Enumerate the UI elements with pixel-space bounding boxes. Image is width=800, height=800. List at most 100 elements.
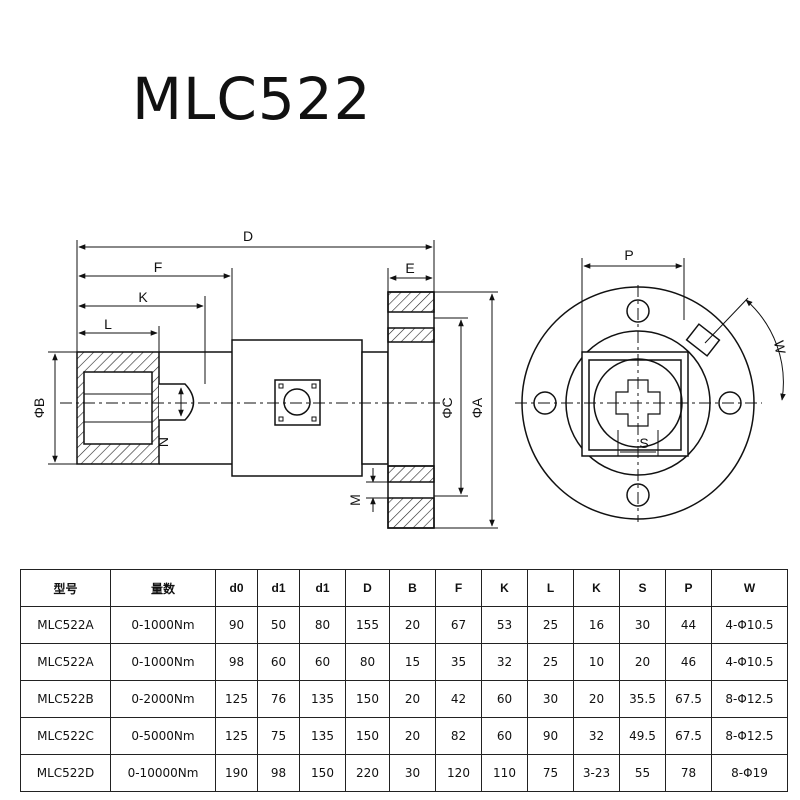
table-cell: 125 [215, 680, 258, 718]
table-cell: 53 [481, 606, 528, 644]
table-cell: 98 [215, 643, 258, 681]
table-row: MLC522C 0-5000Nm 125 75 135 150 20 82 60… [20, 717, 788, 755]
table-cell: 82 [435, 717, 482, 755]
flange-hatch-mid-bottom [387, 465, 435, 483]
table-cell: 35.5 [619, 680, 666, 718]
table-cell: 55 [619, 754, 666, 792]
table-cell: 0-10000Nm [110, 754, 216, 792]
table-cell: MLC522C [20, 717, 111, 755]
table-cell: 32 [573, 717, 620, 755]
dim-label-k: K [138, 289, 148, 305]
dim-label-e: E [405, 260, 414, 276]
table-cell: 3-23 [573, 754, 620, 792]
table-cell: 155 [345, 606, 390, 644]
table-cell: 0-1000Nm [110, 606, 216, 644]
header-l: L [527, 569, 574, 607]
side-view [60, 291, 445, 529]
header-d0: d0 [215, 569, 258, 607]
table-cell: 60 [299, 643, 346, 681]
table-cell: 25 [527, 643, 574, 681]
center-square-outer [581, 351, 689, 457]
dim-label-m: M [347, 494, 363, 506]
table-cell: 8-Φ12.5 [711, 717, 788, 755]
table-cell: 90 [215, 606, 258, 644]
table-cell: 4-Φ10.5 [711, 606, 788, 644]
table-cell: 150 [345, 680, 390, 718]
center-square-inner [588, 359, 682, 451]
table-cell: 20 [573, 680, 620, 718]
table-row: MLC522A 0-1000Nm 98 60 60 80 15 35 32 25… [20, 643, 788, 681]
table-cell: 150 [299, 754, 346, 792]
table-cell: 80 [345, 643, 390, 681]
table-cell: 80 [299, 606, 346, 644]
bolt-hole-bottom [626, 483, 650, 507]
table-cell: 67.5 [665, 717, 712, 755]
header-w: W [711, 569, 788, 607]
table-cell: 75 [527, 754, 574, 792]
left-hub-bore [83, 371, 153, 445]
table-cell: 15 [389, 643, 436, 681]
table-cell: 25 [527, 606, 574, 644]
header-s: S [619, 569, 666, 607]
front-view-dimensions [581, 258, 786, 456]
dim-label-f: F [154, 259, 163, 275]
table-cell: 150 [345, 717, 390, 755]
table-cell: 30 [619, 606, 666, 644]
table-cell: 67 [435, 606, 482, 644]
table-cell: 90 [527, 717, 574, 755]
table-cell: 50 [257, 606, 300, 644]
table-cell: 4-Φ10.5 [711, 643, 788, 681]
flange-hatch-mid-top [387, 327, 435, 343]
table-cell: 135 [299, 680, 346, 718]
table-cell: 20 [619, 643, 666, 681]
table-cell: 76 [257, 680, 300, 718]
table-row: MLC522A 0-1000Nm 90 50 80 155 20 67 53 2… [20, 606, 788, 644]
table-cell: 0-1000Nm [110, 643, 216, 681]
table-cell: 75 [257, 717, 300, 755]
sensor-neck [361, 351, 389, 465]
table-cell: 98 [257, 754, 300, 792]
flange-hatch-top [387, 291, 435, 313]
table-cell: 8-Φ12.5 [711, 680, 788, 718]
table-cell: 20 [389, 717, 436, 755]
header-d: D [345, 569, 390, 607]
table-cell: 120 [435, 754, 482, 792]
front-view [515, 285, 762, 522]
side-view-dimensions [48, 240, 498, 529]
table-cell: 67.5 [665, 680, 712, 718]
dim-label-a: ΦA [469, 397, 485, 418]
table-cell: 60 [257, 643, 300, 681]
table-cell: MLC522A [20, 606, 111, 644]
table-row: MLC522B 0-2000Nm 125 76 135 150 20 42 60… [20, 680, 788, 718]
table-cell: 0-5000Nm [110, 717, 216, 755]
table-cell: 35 [435, 643, 482, 681]
table-cell: 125 [215, 717, 258, 755]
table-cell: 110 [481, 754, 528, 792]
table-row: MLC522D 0-10000Nm 190 98 150 220 30 120 … [20, 754, 788, 792]
dim-label-n: N [155, 437, 171, 447]
dim-label-l: L [104, 316, 112, 332]
dim-label-s: S [639, 435, 648, 451]
page-title: MLC522 [132, 65, 372, 133]
table-cell: MLC522D [20, 754, 111, 792]
spec-table: 型号 量数 d0 d1 d1 D B F K L K S P W MLC522A… [20, 569, 788, 792]
connector-stub [685, 323, 721, 357]
header-k: K [481, 569, 528, 607]
table-cell: 10 [573, 643, 620, 681]
header-k-b: K [573, 569, 620, 607]
table-cell: 60 [481, 680, 528, 718]
table-cell: 44 [665, 606, 712, 644]
table-cell: MLC522B [20, 680, 111, 718]
dim-label-p: P [624, 247, 633, 263]
table-cell: 42 [435, 680, 482, 718]
table-cell: 60 [481, 717, 528, 755]
header-p: P [665, 569, 712, 607]
table-cell: 78 [665, 754, 712, 792]
header-d1-b: d1 [299, 569, 346, 607]
front-view-labels: P S W [624, 247, 789, 451]
dim-label-w: W [771, 339, 789, 356]
table-header-row: 型号 量数 d0 d1 d1 D B F K L K S P W [20, 569, 788, 607]
header-model: 型号 [20, 569, 111, 607]
table-cell: 49.5 [619, 717, 666, 755]
spline-shape [615, 379, 661, 427]
